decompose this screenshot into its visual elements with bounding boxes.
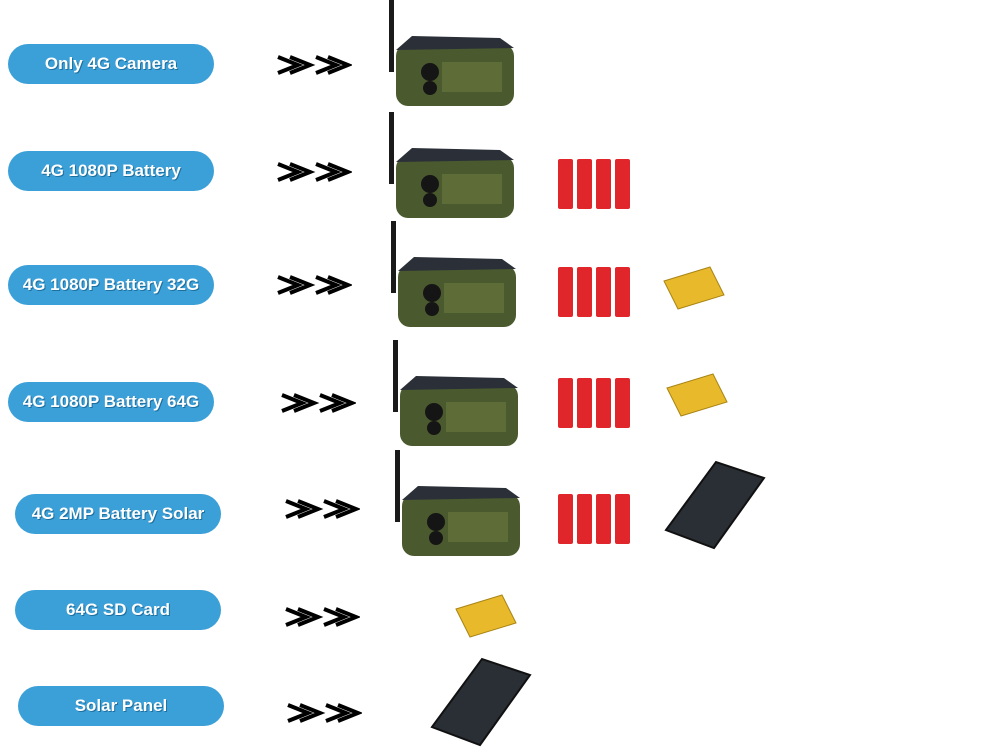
option-label: 4G 1080P Battery [8, 151, 214, 191]
double-arrow-icon [285, 499, 360, 519]
camera-icon [389, 112, 514, 218]
camera-icon [395, 450, 520, 556]
option-label: Only 4G Camera [8, 44, 214, 84]
camera-icon [393, 340, 518, 446]
batteries-icon [558, 159, 630, 209]
double-arrow-icon [277, 275, 352, 295]
sd-card-icon [663, 266, 725, 310]
option-label: 64G SD Card [15, 590, 221, 630]
option-row-battery-32g: 4G 1080P Battery 32G [0, 221, 1000, 329]
double-arrow-icon [281, 393, 356, 413]
sd-card-icon [666, 373, 728, 417]
camera-icon [389, 0, 514, 106]
option-row-sd-card: 64G SD Card [0, 571, 1000, 671]
option-label: 4G 1080P Battery 32G [8, 265, 214, 305]
option-label: 4G 2MP Battery Solar [15, 494, 221, 534]
batteries-icon [558, 267, 630, 317]
double-arrow-icon [277, 55, 352, 75]
double-arrow-icon [287, 703, 362, 723]
option-label: 4G 1080P Battery 64G [8, 382, 214, 422]
double-arrow-icon [285, 607, 360, 627]
batteries-icon [558, 494, 630, 544]
option-row-battery: 4G 1080P Battery [0, 112, 1000, 222]
solar-panel-icon [430, 657, 532, 747]
option-row-only-camera: Only 4G Camera [0, 0, 1000, 115]
camera-icon [391, 221, 516, 327]
sd-card-icon [455, 594, 517, 638]
option-row-solar-panel: Solar Panel [0, 650, 1000, 750]
solar-panel-icon [664, 460, 766, 550]
option-row-battery-64g: 4G 1080P Battery 64G [0, 340, 1000, 446]
option-row-battery-solar: 4G 2MP Battery Solar [0, 450, 1000, 558]
option-label: Solar Panel [18, 686, 224, 726]
batteries-icon [558, 378, 630, 428]
double-arrow-icon [277, 162, 352, 182]
